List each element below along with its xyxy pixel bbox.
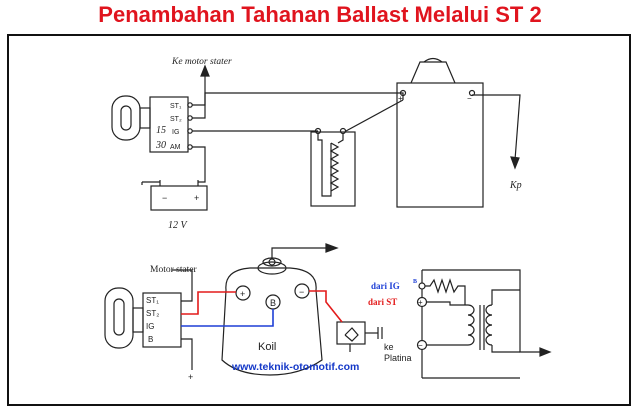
terminal-ig-bottom: IG: [146, 322, 154, 331]
label-ke-motor-stater: Ke motor stater: [171, 57, 232, 67]
key-number-30: 30: [155, 140, 166, 151]
ballast-resistor-icon: [310, 99, 404, 207]
legend-dari-ig-sup: B: [413, 279, 417, 285]
ignition-coil-bottom: [221, 243, 339, 376]
website-watermark: www.teknik-otomotif.com: [231, 361, 359, 373]
key-number-15: 15: [156, 125, 166, 136]
red-wire: [181, 290, 343, 323]
coil-schematic: [416, 269, 552, 379]
label-motor-stater: Motor stater: [150, 265, 198, 275]
coil-plus-top: +: [398, 94, 403, 103]
battery-plus: +: [194, 193, 199, 203]
diagram-frame: [7, 34, 631, 406]
legend-plus-symbol: +: [418, 298, 423, 307]
ignition-key-icon: [111, 95, 151, 141]
coil-b-bottom: B: [270, 298, 276, 308]
page-title: Penambahan Tahanan Ballast Melalui ST 2: [98, 2, 542, 27]
terminal-am-top: AM: [170, 144, 181, 151]
kp-label: Kp: [509, 180, 522, 191]
terminal-st1-bottom: ST₁: [146, 296, 159, 305]
blue-wire: [181, 309, 274, 327]
legend-dari-ig: dari IG: [371, 281, 400, 291]
top-ignition-diagram: [111, 57, 521, 211]
coil-minus-bottom: −: [299, 287, 304, 297]
ignition-key-bottom-icon: [104, 287, 144, 349]
breaker-points-icon: [336, 321, 383, 352]
legend-platina: Platina: [384, 353, 412, 363]
terminal-st1-top: ST₁: [170, 103, 182, 110]
ignition-switch-bottom: [142, 292, 182, 348]
battery-icon: [141, 180, 208, 211]
ignition-coil-top: [396, 57, 484, 208]
coil-plus-bottom: +: [240, 289, 245, 299]
battery-minus: −: [162, 193, 167, 203]
coil-label: Koil: [258, 341, 276, 353]
terminal-b-bottom: B: [148, 335, 153, 344]
ignition-switch-top: [149, 96, 189, 153]
legend-ke: ke: [384, 342, 394, 352]
legend-dari-st: dari ST: [368, 297, 397, 307]
battery-label: 12 V: [168, 220, 189, 231]
bottom-ignition-diagram: [104, 243, 552, 379]
terminal-st2-bottom: ST₂: [146, 309, 159, 318]
plus-below: +: [188, 372, 193, 382]
terminal-ig-top: IG: [172, 129, 179, 136]
terminal-st2-top: ST₂: [170, 116, 182, 123]
legend-minus-symbol: −: [418, 341, 423, 350]
coil-minus-top: −: [467, 94, 472, 103]
